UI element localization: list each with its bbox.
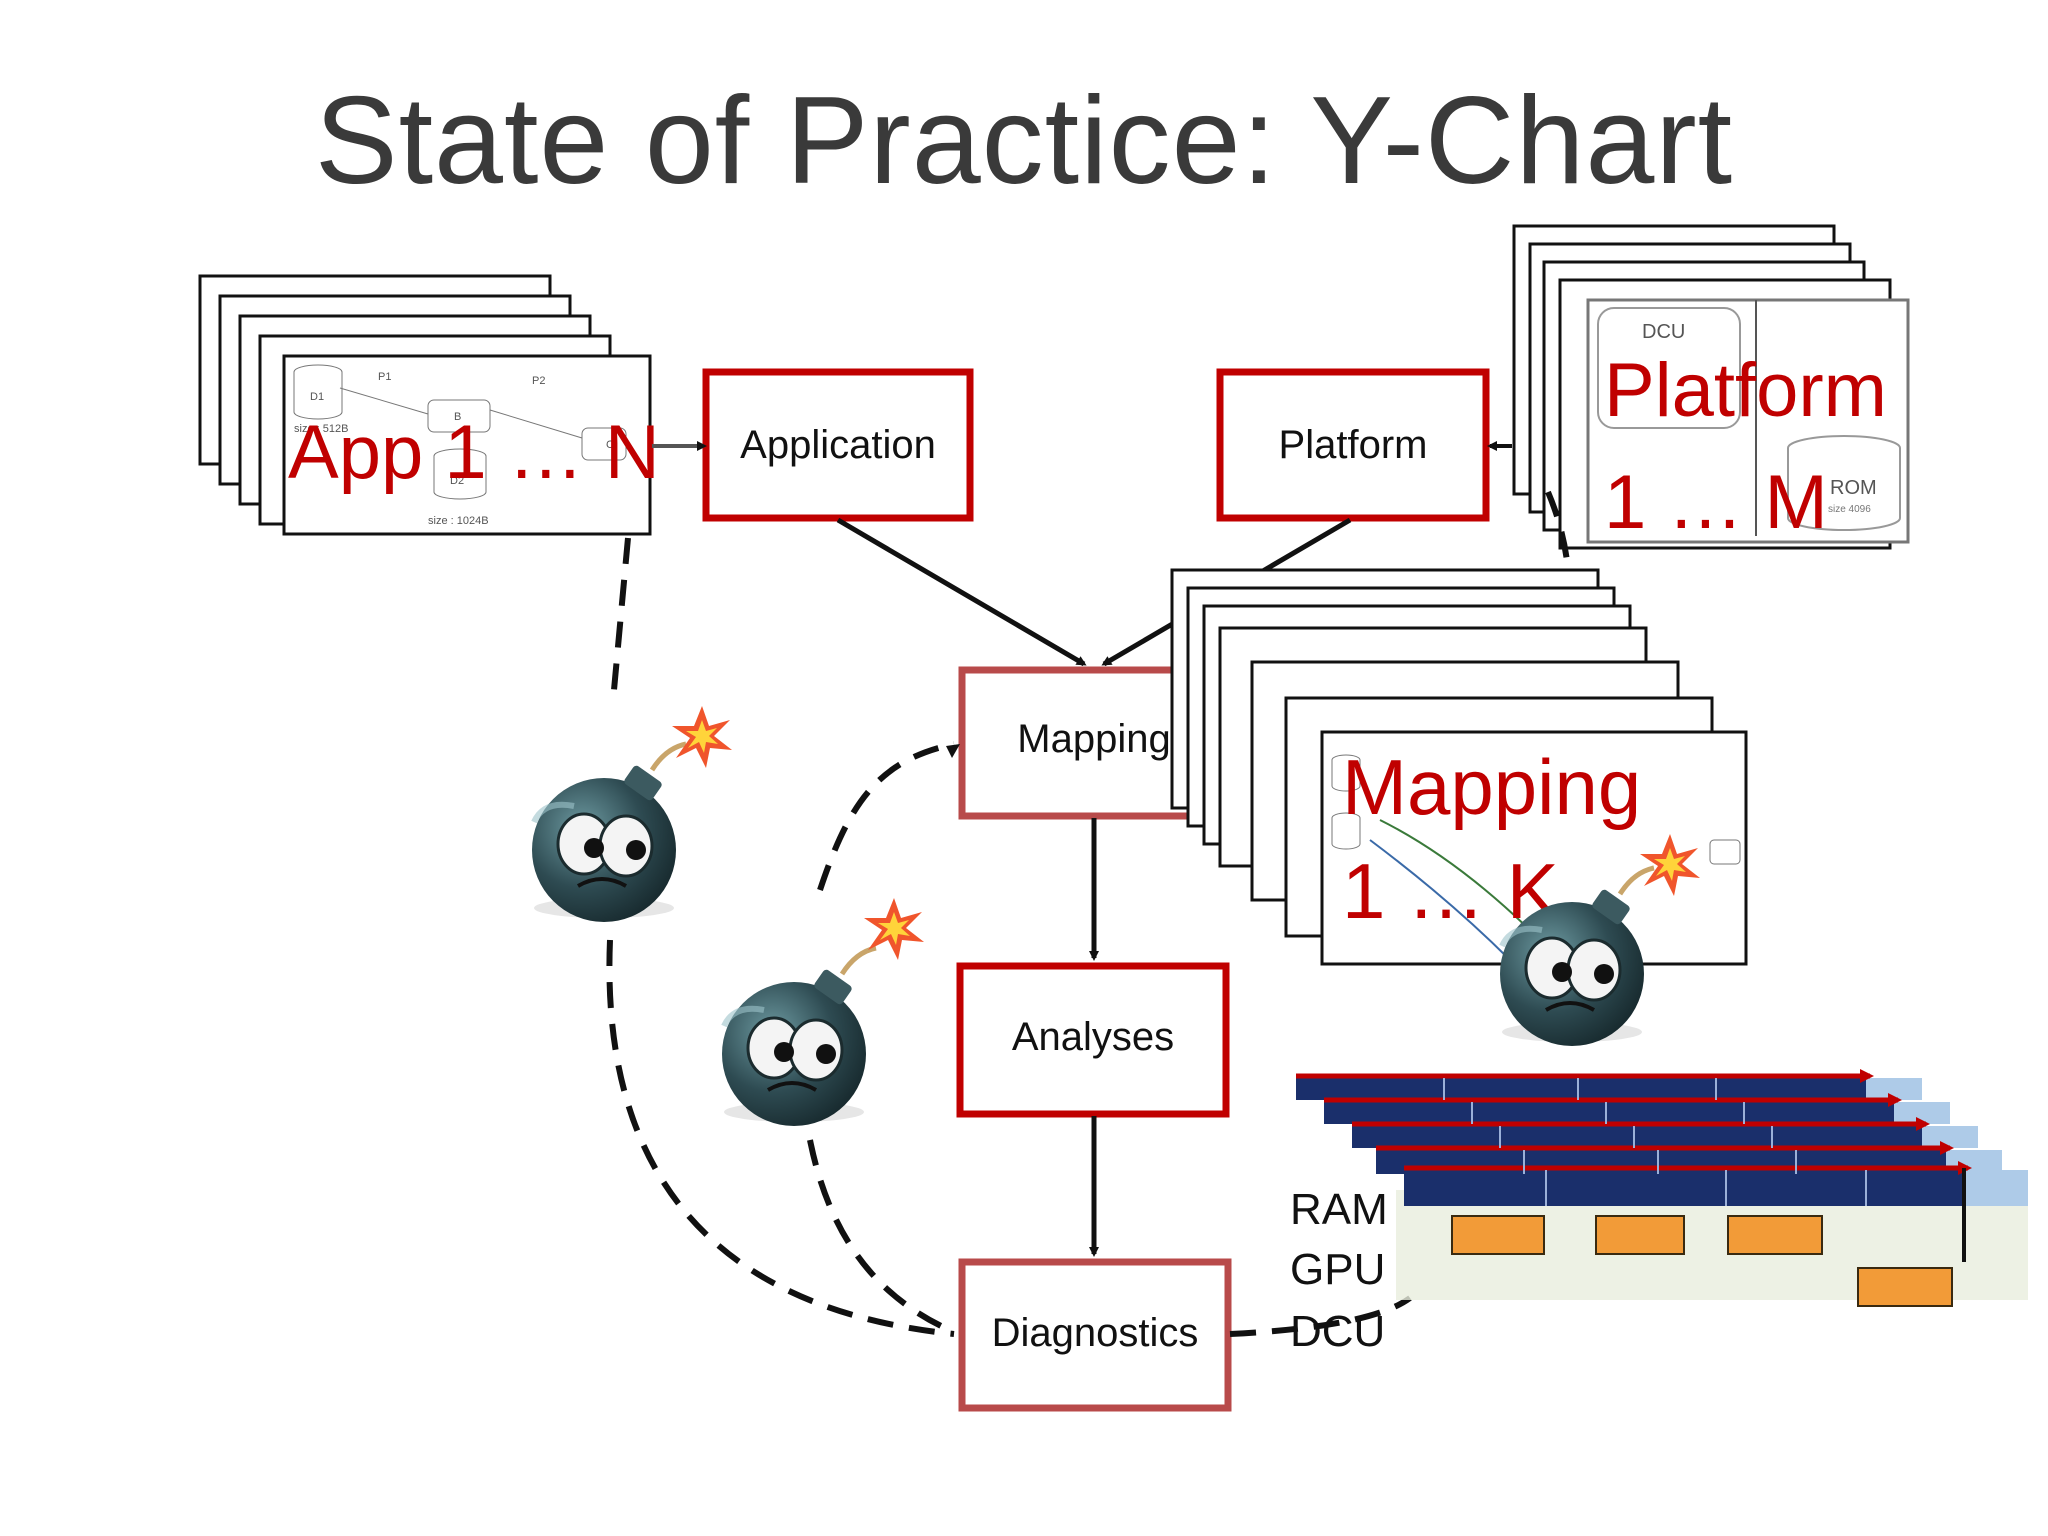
platform-stack-label-2: 1 … M	[1604, 460, 1828, 545]
svg-text:D1: D1	[310, 391, 324, 403]
svg-text:size 4096: size 4096	[1828, 504, 1871, 515]
dashed-bomb-to-diagnostics-left	[606, 939, 955, 1337]
app-model-card-front: D1 P1 P2 B C D2 size : 512B size : 1024B	[282, 354, 652, 536]
hardware-label-gpu: GPU	[1290, 1245, 1385, 1294]
schedule-row-1	[1296, 1069, 1922, 1100]
analyses-box: Analyses	[956, 962, 1230, 1118]
schedule-row-5	[1404, 1161, 2028, 1262]
schedule-task-blocks	[1451, 1215, 1953, 1307]
app-model-stack: D1 P1 P2 B C D2 size : 512B size : 1024B…	[198, 274, 660, 536]
svg-text:Analyses: Analyses	[1012, 1015, 1174, 1059]
platform-stack-label-1: Platform	[1604, 348, 1887, 433]
hardware-schedule-stack: RAM GPU DCU	[1290, 1069, 2028, 1356]
dashed-platforms-to-bomb	[1545, 490, 1571, 571]
svg-text:B: B	[454, 411, 461, 423]
svg-text:size : 512B: size : 512B	[294, 423, 348, 435]
svg-text:Platform: Platform	[1279, 423, 1428, 467]
svg-text:P2: P2	[532, 375, 545, 387]
platform-box: Platform	[1216, 368, 1490, 522]
platform-model-stack: DCU ROM size 4096 Platform 1 … M	[1512, 224, 1910, 550]
app-stack-label: App 1 … N	[288, 410, 660, 495]
bomb-icon	[722, 948, 876, 1126]
slide-title: State of Practice: Y-Chart	[314, 72, 1734, 210]
arrow-application-to-mapping	[836, 517, 1087, 667]
svg-text:P1: P1	[378, 371, 391, 383]
hardware-label-dcu: DCU	[1290, 1307, 1385, 1356]
schedule-cell-dividers	[1443, 1078, 1867, 1206]
dashed-app-to-bomb	[611, 537, 631, 691]
dashed-bomb-to-mapping	[817, 741, 955, 891]
svg-text:Mapping: Mapping	[1017, 717, 1170, 761]
mapping-stack-label-1: Mapping	[1342, 743, 1641, 831]
hardware-label-ram: RAM	[1290, 1185, 1388, 1234]
bomb-icon	[532, 744, 686, 922]
application-box: Application	[702, 368, 974, 522]
explosion-spark-icon	[672, 706, 732, 768]
diagnostics-box: Diagnostics	[958, 1258, 1232, 1412]
mapping-model-stack: Mapping 1 … K	[1170, 568, 1748, 966]
svg-text:DCU: DCU	[1642, 321, 1685, 343]
svg-text:D2: D2	[450, 475, 464, 487]
schedule-row-3	[1352, 1117, 1978, 1148]
dashed-hardware-to-diagnostics	[1229, 1295, 1412, 1337]
platform-model-card-front: DCU ROM size 4096	[1586, 298, 1910, 544]
dashed-feedback-arrows	[606, 490, 1571, 1337]
dashed-bomb-to-diagnostics-middle	[807, 1139, 956, 1335]
svg-text:size : 1024B: size : 1024B	[428, 515, 489, 527]
schedule-row-2	[1324, 1093, 1950, 1124]
svg-text:Diagnostics: Diagnostics	[992, 1311, 1199, 1355]
mapping-stack-label-2: 1 … K	[1342, 847, 1559, 935]
svg-text:Application: Application	[740, 423, 936, 467]
svg-text:C: C	[606, 439, 614, 451]
svg-text:ROM: ROM	[1830, 477, 1877, 499]
